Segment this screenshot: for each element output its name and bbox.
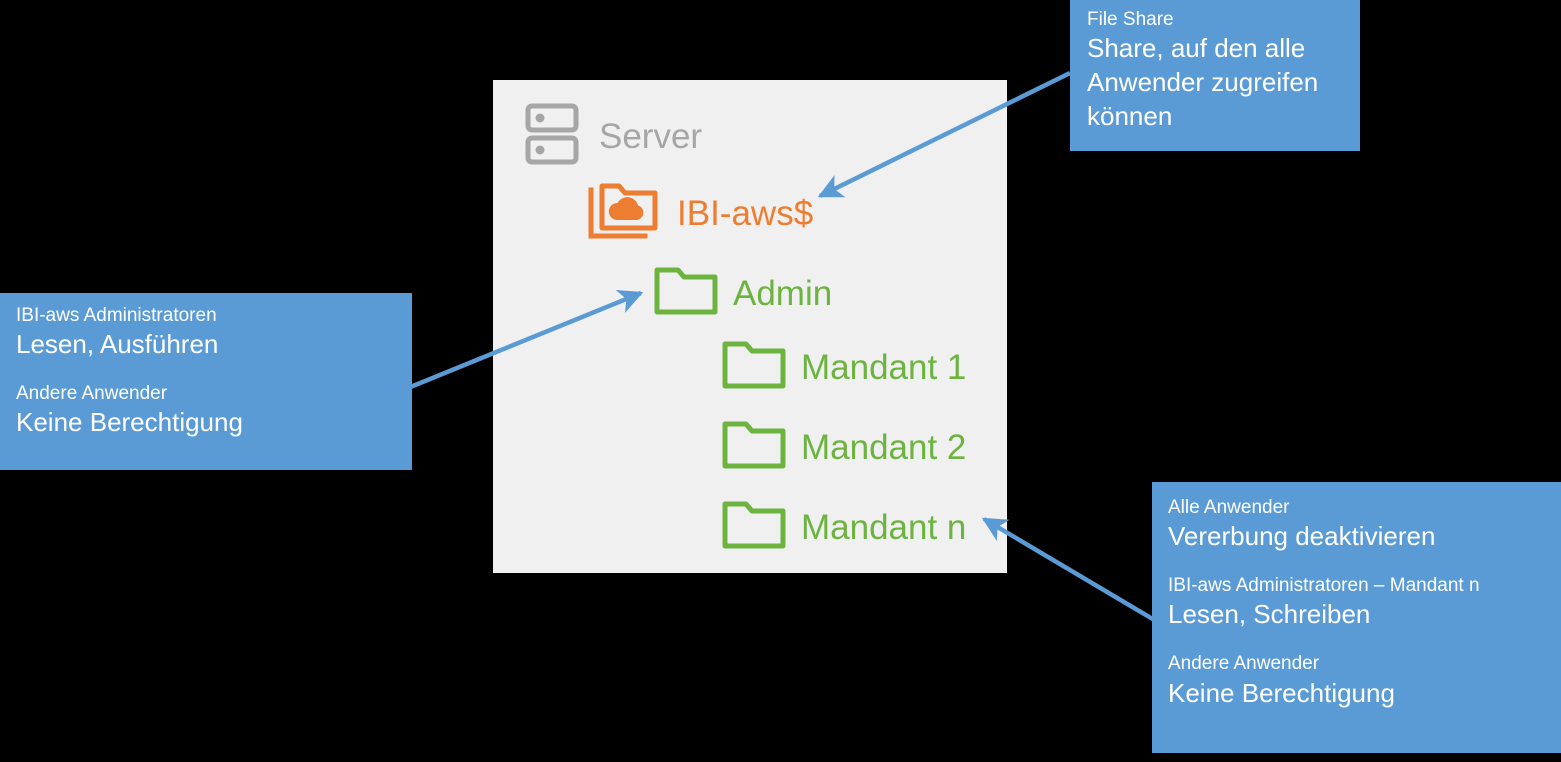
admin-group-2-value: Keine Berechtigung xyxy=(16,407,243,438)
file-share-label: IBI-aws$ xyxy=(677,194,814,233)
mandant-permissions-callout[interactable]: Alle Anwender Vererbung deaktivieren IBI… xyxy=(1152,482,1561,753)
file-share-callout[interactable]: File Share Share, auf den alle Anwender … xyxy=(1070,0,1360,151)
tree-row-admin[interactable]: Admin xyxy=(653,266,832,321)
tree-row-mandant-2[interactable]: Mandant 2 xyxy=(721,420,966,475)
spacer xyxy=(1168,554,1561,574)
mandant-1-label: Mandant 1 xyxy=(801,348,967,387)
server-icon xyxy=(525,102,579,171)
tree-row-mandant-n[interactable]: Mandant n xyxy=(721,500,966,555)
folder-icon xyxy=(721,420,787,475)
mandant-group-2-label: IBI-aws Administratoren – Mandant n xyxy=(1168,575,1480,597)
tree-row-file-share[interactable]: IBI-aws$ xyxy=(587,180,813,247)
folder-icon xyxy=(721,340,787,395)
mandant-group-2-value: Lesen, Schreiben xyxy=(1168,599,1371,630)
arrow-to-mandant xyxy=(981,517,1158,623)
folder-icon xyxy=(653,266,719,321)
folder-icon xyxy=(721,500,787,555)
mandant-group-3-label: Andere Anwender xyxy=(1168,653,1320,675)
mandant-group-1-value: Vererbung deaktivieren xyxy=(1168,521,1436,552)
mandant-group-1-label: Alle Anwender xyxy=(1168,497,1290,518)
admin-group-2-label: Andere Anwender xyxy=(16,383,168,405)
admin-label: Admin xyxy=(733,274,833,313)
file-share-cloud-icon xyxy=(587,180,663,247)
mandant-2-label: Mandant 2 xyxy=(801,428,967,467)
admin-group-1-value: Lesen, Ausführen xyxy=(16,329,219,360)
tree-row-server[interactable]: Server xyxy=(525,102,702,171)
spacer xyxy=(1168,632,1561,652)
server-panel: Server IBI-aws$ xyxy=(493,80,1007,573)
mandant-group-3-value: Keine Berechtigung xyxy=(1168,677,1395,708)
file-share-callout-body: Share, auf den alle Anwender zugreifen k… xyxy=(1087,33,1319,131)
admin-group-1-label: IBI-aws Administratoren xyxy=(16,305,217,326)
admin-permissions-callout[interactable]: IBI-aws Administratoren Lesen, Ausführen… xyxy=(0,293,412,470)
mandant-n-label: Mandant n xyxy=(801,508,967,547)
file-share-callout-heading: File Share xyxy=(1087,9,1174,30)
spacer xyxy=(16,362,412,382)
tree-row-mandant-1[interactable]: Mandant 1 xyxy=(721,340,966,395)
server-label: Server xyxy=(599,117,703,156)
